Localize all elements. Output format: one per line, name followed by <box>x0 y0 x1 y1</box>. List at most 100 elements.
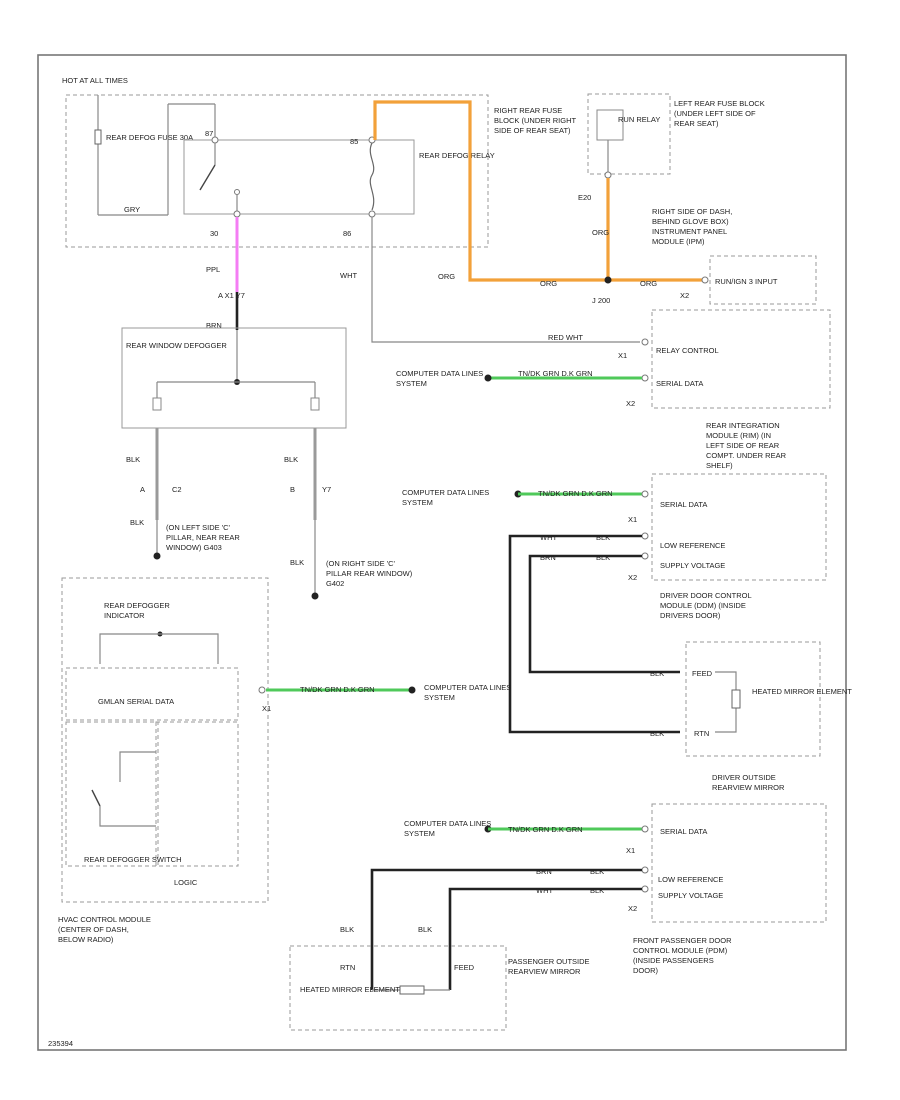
svg-text:A X1 Y7: A X1 Y7 <box>218 291 245 300</box>
svg-text:RTN: RTN <box>340 963 355 972</box>
svg-text:(ON RIGHT SIDE 'C'PILLAR REAR: (ON RIGHT SIDE 'C'PILLAR REAR WINDOW)G40… <box>326 559 413 588</box>
svg-text:X1: X1 <box>626 846 635 855</box>
svg-text:LEFT REAR FUSE BLOCK(UNDER LEF: LEFT REAR FUSE BLOCK(UNDER LEFT SIDE OFR… <box>674 99 765 128</box>
ground-g402-icon <box>311 592 319 600</box>
svg-text:BLK: BLK <box>284 455 298 464</box>
relay-switch-icon <box>199 164 216 191</box>
svg-text:PPL: PPL <box>206 265 220 274</box>
svg-text:X1: X1 <box>628 515 637 524</box>
svg-text:86: 86 <box>343 229 351 238</box>
svg-text:BRN: BRN <box>536 867 552 876</box>
svg-text:ORG: ORG <box>540 279 557 288</box>
svg-text:SERIAL DATA: SERIAL DATA <box>660 500 707 509</box>
svg-text:TN/DK GRN D.K GRN: TN/DK GRN D.K GRN <box>508 825 583 834</box>
svg-text:HVAC CONTROL MODULE(CENTER OF: HVAC CONTROL MODULE(CENTER OF DASH,BELOW… <box>58 915 151 944</box>
svg-text:WHT: WHT <box>340 271 357 280</box>
svg-text:GMLAN SERIAL DATA: GMLAN SERIAL DATA <box>98 697 174 706</box>
right-rear-fuse-block: HOT AT ALL TIMES REAR DEFOG FUSE 30A GRY… <box>62 76 577 248</box>
svg-text:BRN: BRN <box>206 321 222 330</box>
rear-defog-fuse-icon <box>94 129 102 145</box>
svg-text:BLK: BLK <box>126 455 140 464</box>
svg-text:WHT: WHT <box>540 533 557 542</box>
svg-text:SERIAL DATA: SERIAL DATA <box>660 827 707 836</box>
svg-text:RED WHT: RED WHT <box>548 333 583 342</box>
svg-text:X2: X2 <box>628 573 637 582</box>
rear-window-defogger: REAR WINDOW DEFOGGER <box>121 327 347 429</box>
wire-gry-label: GRY <box>124 205 140 214</box>
svg-text:BRN: BRN <box>540 553 556 562</box>
svg-text:REAR DEFOGGER SWITCH: REAR DEFOGGER SWITCH <box>84 855 182 864</box>
svg-text:SUPPLY VOLTAGE: SUPPLY VOLTAGE <box>660 561 725 570</box>
relay-coil-icon <box>369 142 375 211</box>
passenger-heated-mirror-element-icon <box>399 985 425 995</box>
svg-text:(ON LEFT SIDE 'C'PILLAR, NEAR: (ON LEFT SIDE 'C'PILLAR, NEAR REARWINDOW… <box>166 523 240 552</box>
svg-text:BLK: BLK <box>590 867 604 876</box>
svg-text:RIGHT SIDE OF DASH,BEHIND GLOV: RIGHT SIDE OF DASH,BEHIND GLOVE BOX)INST… <box>652 207 732 246</box>
svg-text:BLK: BLK <box>418 925 432 934</box>
svg-text:A: A <box>140 485 145 494</box>
svg-text:BLK: BLK <box>596 533 610 542</box>
svg-text:TN/DK GRN D.K GRN: TN/DK GRN D.K GRN <box>300 685 375 694</box>
svg-text:TN/DK GRN D.K GRN: TN/DK GRN D.K GRN <box>538 489 613 498</box>
defogger-ground-b: BLK B Y7 BLK (ON RIGHT SIDE 'C'PILLAR RE… <box>284 428 413 600</box>
diagram-frame <box>37 54 847 1051</box>
svg-text:30: 30 <box>210 229 218 238</box>
svg-text:X2: X2 <box>626 399 635 408</box>
svg-text:B: B <box>290 485 295 494</box>
svg-text:RTN: RTN <box>694 729 709 738</box>
svg-text:BLK: BLK <box>650 729 664 738</box>
svg-text:ORG: ORG <box>640 279 657 288</box>
run-relay <box>596 109 624 141</box>
svg-text:TN/DK GRN D.K GRN: TN/DK GRN D.K GRN <box>518 369 593 378</box>
svg-text:E20: E20 <box>578 193 591 202</box>
rear-defogger-switch-icon <box>91 789 101 807</box>
svg-text:BLK: BLK <box>340 925 354 934</box>
frame-ref: 235394 <box>48 1039 73 1048</box>
rear-defog-relay <box>183 139 415 215</box>
svg-text:SERIAL DATA: SERIAL DATA <box>656 379 703 388</box>
svg-text:RUN RELAY: RUN RELAY <box>618 115 660 124</box>
driver-heated-mirror-element-icon <box>731 689 741 709</box>
svg-text:HEATED MIRROR ELEMENT: HEATED MIRROR ELEMENT <box>752 687 852 696</box>
svg-text:BLK: BLK <box>590 886 604 895</box>
ground-g403-icon <box>153 552 161 560</box>
relay-label: REAR DEFOG RELAY <box>419 151 495 160</box>
svg-text:C2: C2 <box>172 485 182 494</box>
svg-text:FEED: FEED <box>692 669 713 678</box>
svg-text:LOW REFERENCE: LOW REFERENCE <box>660 541 725 550</box>
svg-text:X1: X1 <box>262 704 271 713</box>
svg-text:RELAY CONTROL: RELAY CONTROL <box>656 346 719 355</box>
svg-text:X2: X2 <box>628 904 637 913</box>
svg-text:BLK: BLK <box>130 518 144 527</box>
svg-text:BLK: BLK <box>290 558 304 567</box>
svg-text:RUN/IGN 3 INPUT: RUN/IGN 3 INPUT <box>715 277 778 286</box>
splice-j200 <box>604 276 612 284</box>
svg-text:85: 85 <box>350 137 358 146</box>
svg-text:FEED: FEED <box>454 963 475 972</box>
svg-text:ORG: ORG <box>438 272 455 281</box>
svg-text:LOW REFERENCE: LOW REFERENCE <box>658 875 723 884</box>
svg-text:Y7: Y7 <box>322 485 331 494</box>
left-rear-fuse-block: RUN RELAY LEFT REAR FUSE BLOCK(UNDER LEF… <box>578 93 765 280</box>
svg-text:BLK: BLK <box>596 553 610 562</box>
rear-integration-module: RELAY CONTROL X1 SERIAL DATA X2 REAR INT… <box>396 309 831 470</box>
rear-defog-fuse-label: REAR DEFOG FUSE 30A <box>106 133 193 142</box>
svg-text:J 200: J 200 <box>592 296 610 305</box>
svg-text:BLK: BLK <box>650 669 664 678</box>
svg-text:X1: X1 <box>618 351 627 360</box>
svg-text:REAR WINDOW DEFOGGER: REAR WINDOW DEFOGGER <box>126 341 227 350</box>
